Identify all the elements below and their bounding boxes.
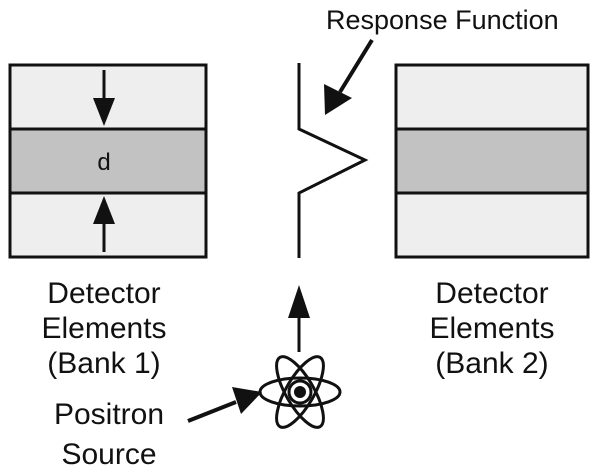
source-label-line2: Source: [61, 438, 156, 471]
source-label-line1: Positron: [54, 398, 164, 431]
bank2-top-panel: [394, 63, 590, 131]
thickness-label-d: d: [97, 149, 110, 176]
bank1-label: Detector Elements (Bank 1): [41, 277, 166, 380]
thickness-arrow-up: [93, 196, 115, 252]
response-function-curve: [297, 63, 369, 258]
bank1-bottom-panel: [8, 191, 208, 259]
bank1-label-line3: (Bank 1): [47, 347, 160, 380]
emission-arrow: [288, 285, 310, 352]
bank2-label: Detector Elements (Bank 2): [429, 277, 554, 380]
response-function-label: Response Function: [326, 5, 559, 35]
bank2-label-line2: Elements: [429, 312, 554, 345]
source-pointer-arrow: [187, 387, 262, 423]
bank1-label-line2: Elements: [41, 312, 166, 345]
bank2-detector-band: [394, 127, 590, 195]
bank2-label-line3: (Bank 2): [435, 347, 548, 380]
response-function-pointer-arrow: [324, 38, 374, 115]
thickness-arrow-down: [93, 70, 115, 126]
bank1-top-panel: [8, 63, 208, 131]
positron-source-label: Positron Source: [54, 398, 164, 471]
bank1-label-line1: Detector: [47, 277, 160, 310]
bank2-label-line1: Detector: [435, 277, 548, 310]
bank1-detector-band: [8, 127, 208, 195]
detector-bank-2: [394, 63, 590, 259]
bank2-bottom-panel: [394, 191, 590, 259]
atom-icon: [258, 355, 342, 429]
detector-bank-1: d: [8, 63, 208, 259]
